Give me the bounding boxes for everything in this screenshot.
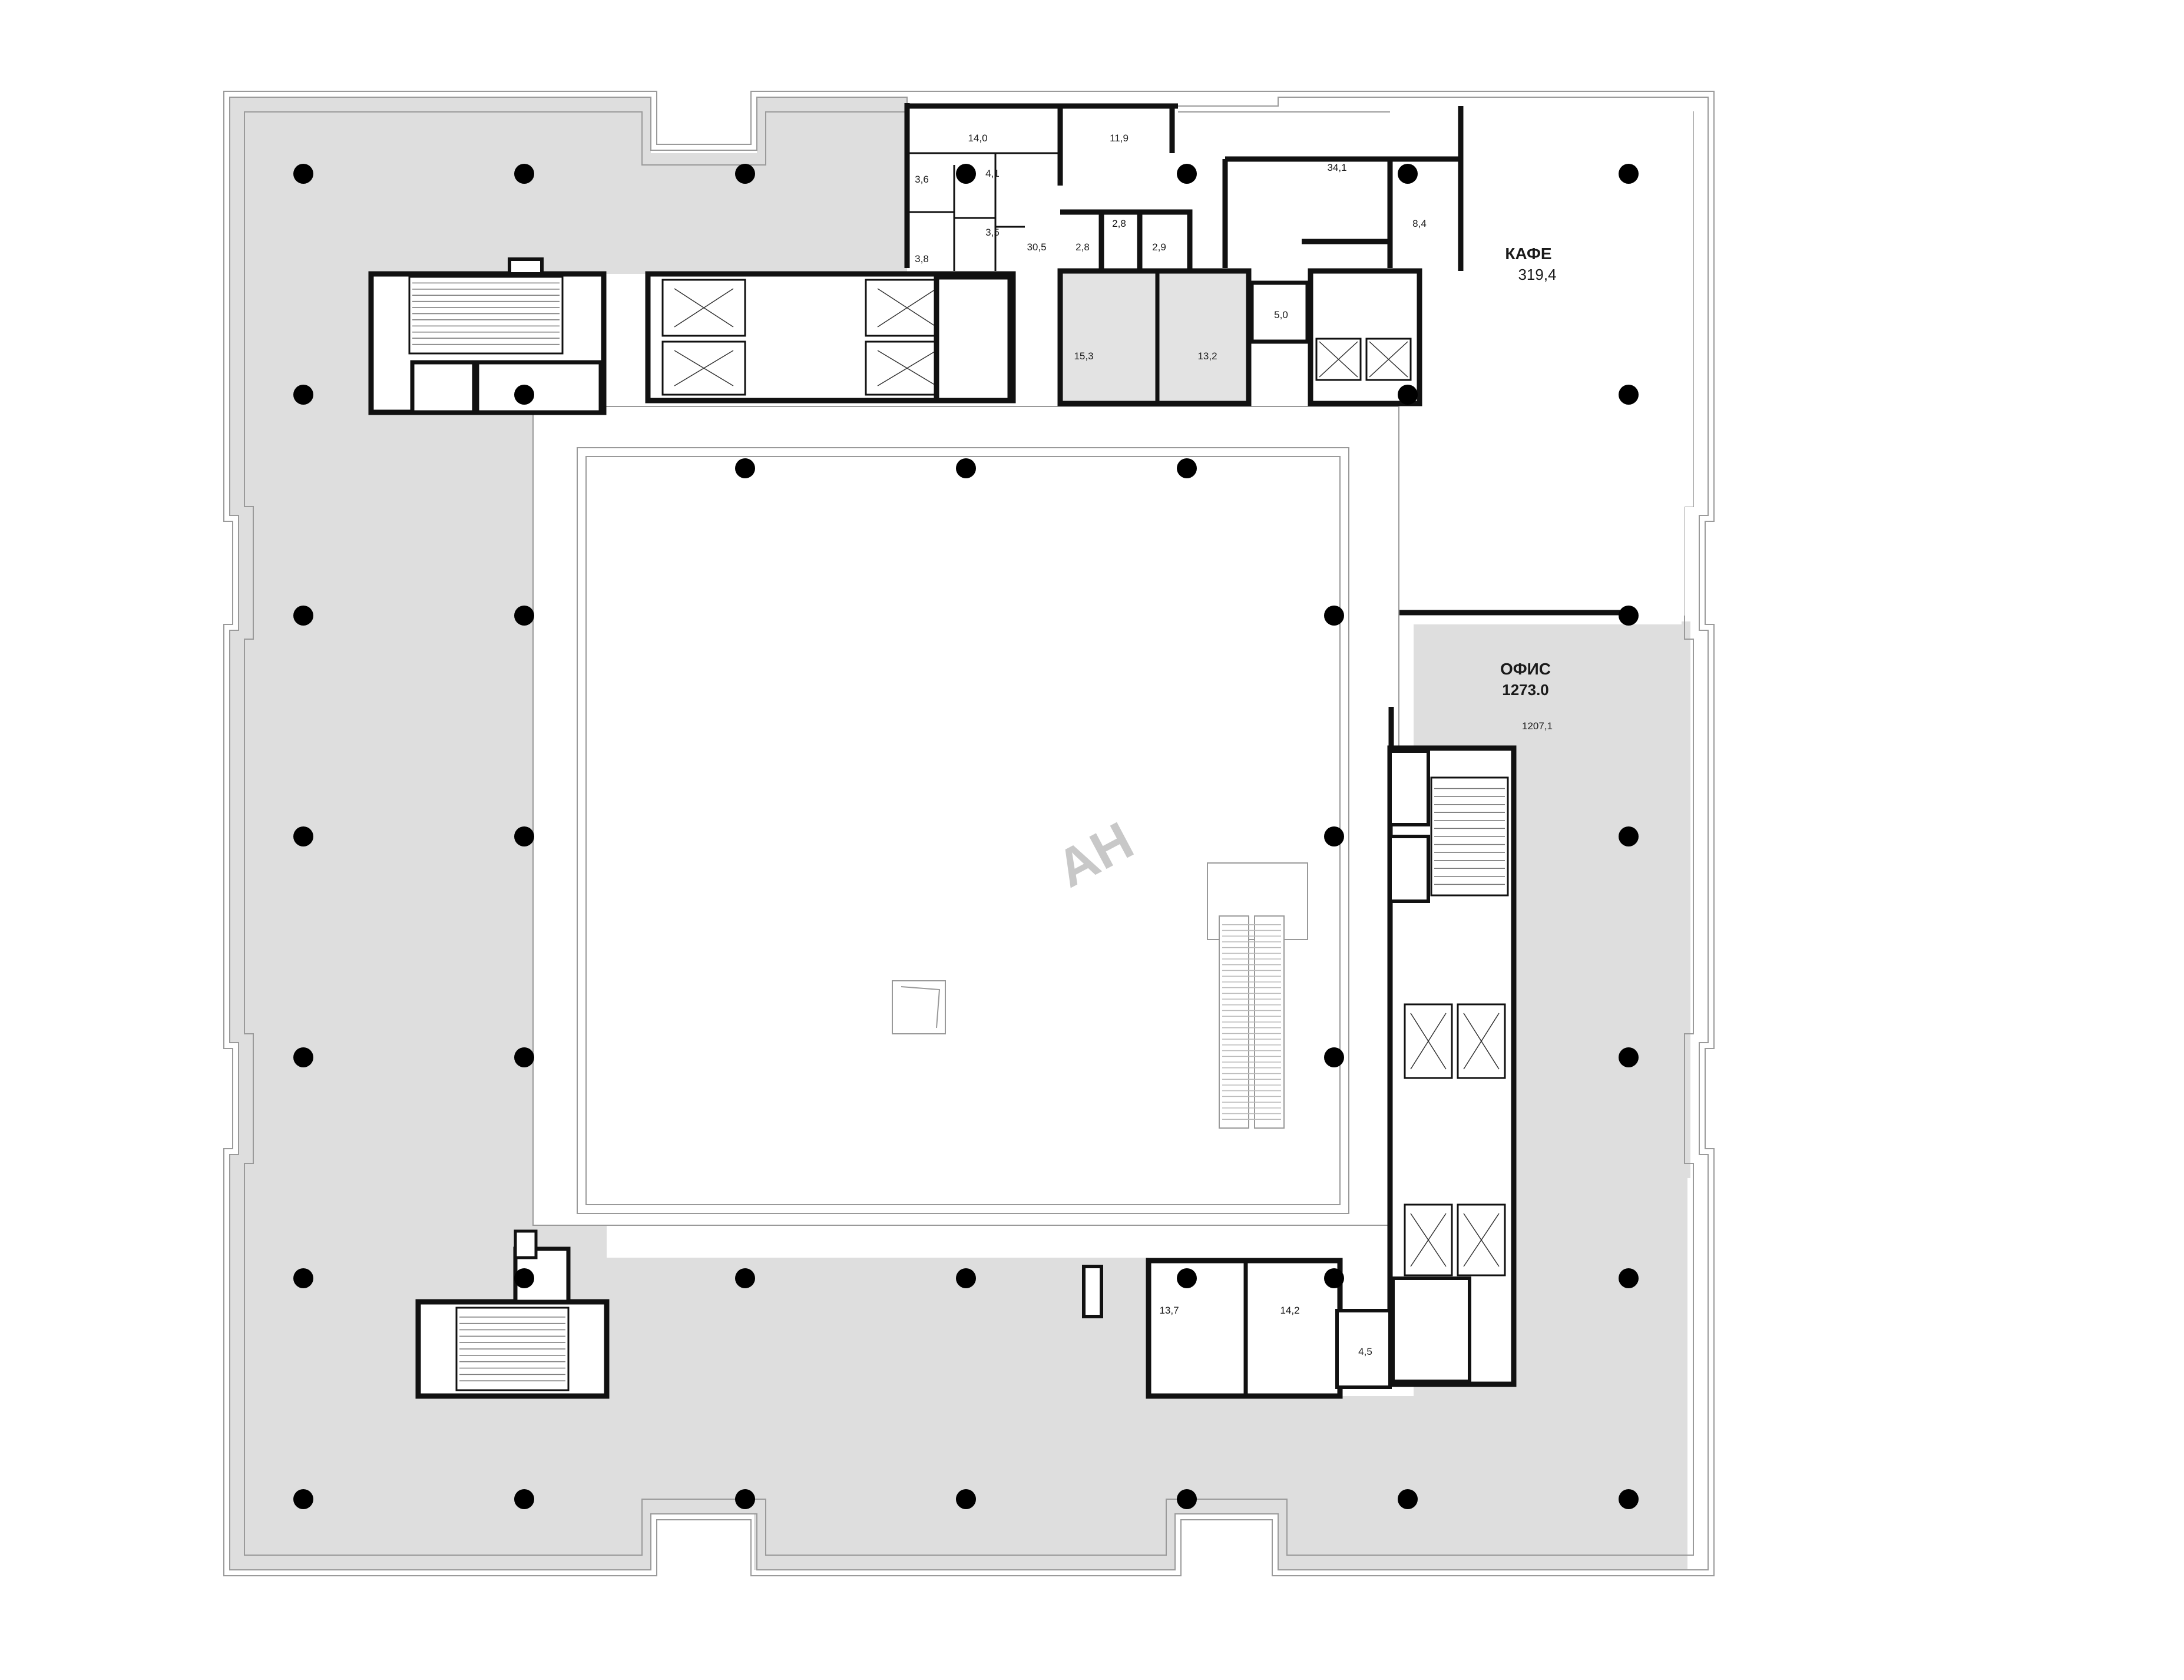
column [293,1268,313,1288]
room-label: 34,1 [1327,162,1346,173]
column [1619,606,1639,626]
north-core [368,103,1464,415]
room-label: 3,6 [915,174,929,185]
room-label: 14,0 [968,133,987,144]
column [956,1489,976,1509]
column [1324,1268,1344,1288]
column [1398,385,1418,405]
room-label: 3,8 [915,253,929,264]
column [293,1489,313,1509]
room-label: 4,5 [1358,1346,1372,1357]
room-label: 3,5 [985,227,1000,238]
column [514,606,534,626]
room-label: 2,9 [1152,242,1166,253]
room-label: 13,2 [1197,350,1217,362]
office-sub-area: 1207,1 [1522,720,1553,732]
office-area-value: 1273.0 [1502,681,1549,699]
column [735,1489,755,1509]
facade-outline-outer [223,91,1715,1576]
service-block-white [907,106,1178,271]
column [514,826,534,846]
column [293,826,313,846]
room-label: 14,2 [1280,1305,1299,1316]
column [735,458,755,478]
column [956,1268,976,1288]
structural-columns [293,164,1639,1509]
escalator [1207,862,1308,1129]
column [1177,1268,1197,1288]
column [1619,385,1639,405]
column [1619,1047,1639,1067]
column [514,1268,534,1288]
column [293,606,313,626]
room-label: 2,8 [1112,218,1126,229]
room-label: 5,0 [1274,309,1288,320]
column [1619,826,1639,846]
column [1619,1489,1639,1509]
column [514,385,534,405]
room-label: 15,3 [1074,350,1093,362]
room-label: 8,4 [1412,218,1427,229]
cafe-floor [1278,106,1693,616]
cafe-service-core [1308,268,1422,406]
cafe-name: КАФЕ [1505,244,1551,263]
column [514,1047,534,1067]
column [1177,1489,1197,1509]
column [1177,164,1197,184]
cafe-area-value: 319,4 [1518,266,1556,283]
room-label: 2,8 [1076,242,1090,253]
column [1619,164,1639,184]
column [1398,1489,1418,1509]
office-name: ОФИС [1500,660,1551,678]
atrium: AH [532,406,1399,1226]
column [735,164,755,184]
column [514,1489,534,1509]
room-label: 30,5 [1027,242,1046,253]
column [1324,1047,1344,1067]
room-label: 13,7 [1159,1305,1179,1316]
cafe-area [1278,106,1693,616]
room-labels: 14,0 11,9 3,6 4,1 3,5 3,8 30,5 2,8 2,8 2… [915,133,1427,1357]
column [1177,458,1197,478]
east-core [1387,707,1517,1387]
column [1324,826,1344,846]
room-label: 4,1 [985,168,1000,179]
column [293,164,313,184]
column [956,458,976,478]
column [293,385,313,405]
column [514,164,534,184]
room-label: 11,9 [1110,133,1129,144]
column [293,1047,313,1067]
atrium-feature [892,980,946,1034]
column [1619,1268,1639,1288]
column [735,1268,755,1288]
column [1398,164,1418,184]
column [1324,606,1344,626]
wc-north [1057,268,1252,406]
column [956,164,976,184]
